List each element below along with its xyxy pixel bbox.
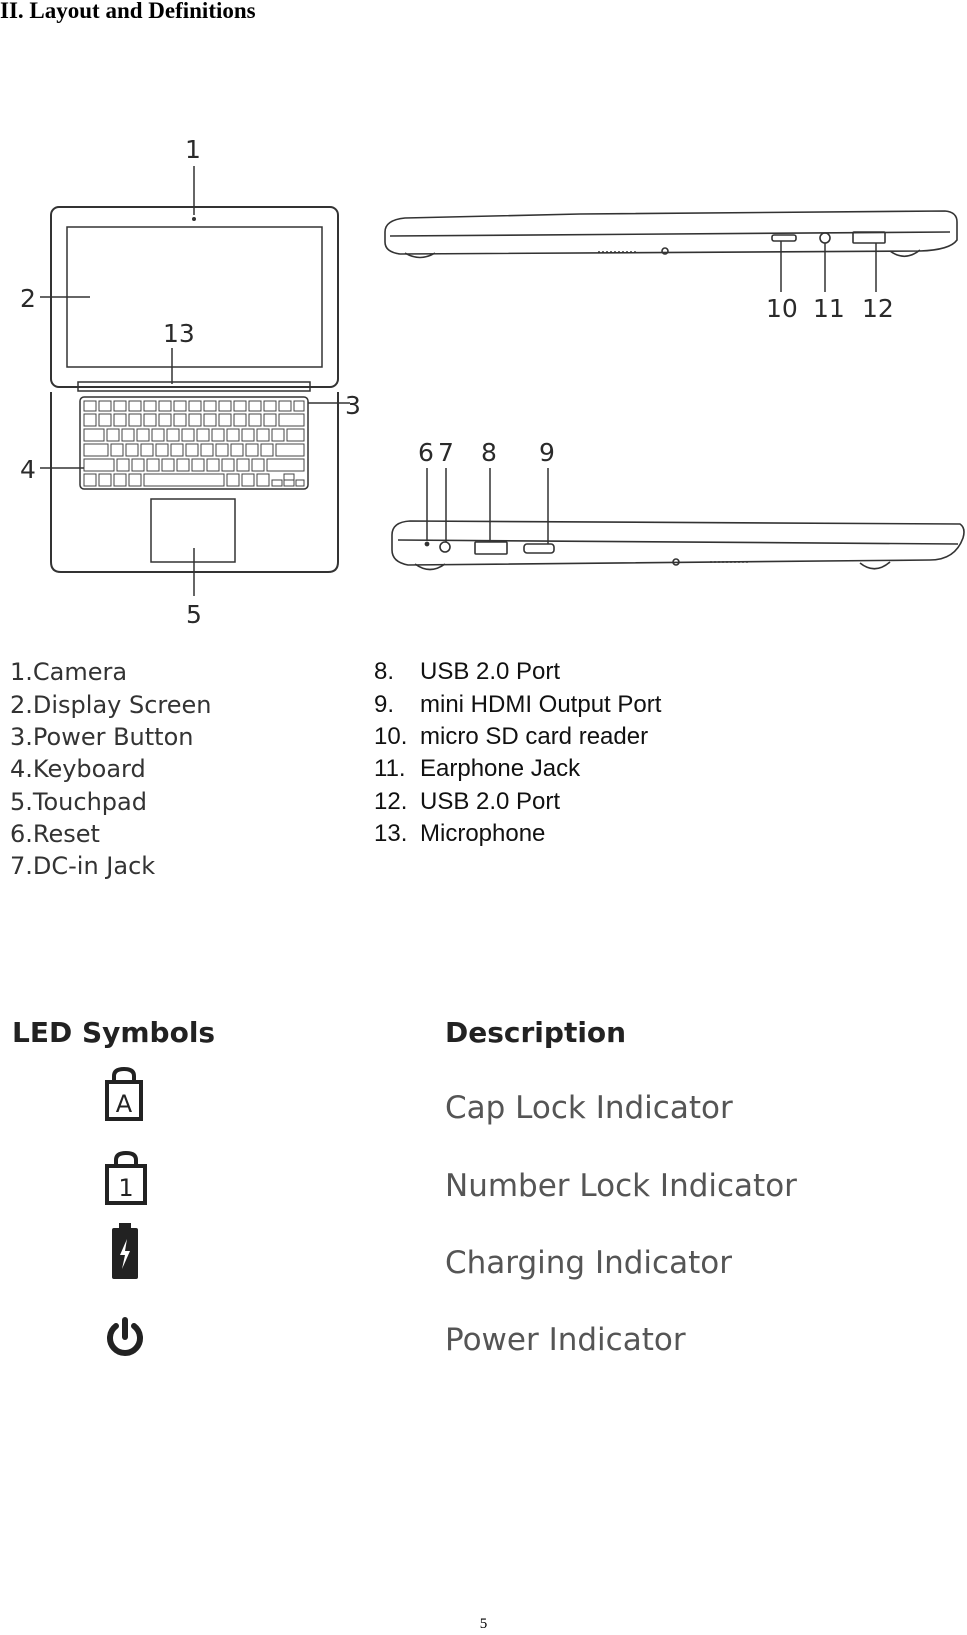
dc-in-jack	[439, 541, 451, 553]
micro-sd-slot	[771, 234, 797, 242]
cap-lock-glyph: A	[116, 1090, 133, 1118]
page-number: 5	[479, 1616, 488, 1632]
keyboard	[79, 396, 309, 490]
legend-number: 12.	[374, 788, 408, 815]
legend-number: 13.	[374, 820, 408, 847]
legend-number: 10.	[374, 723, 408, 750]
keyboard-row-2	[83, 413, 305, 427]
legend-label: micro SD card reader	[420, 723, 649, 750]
legend-item: 5.Touchpad	[10, 788, 147, 816]
laptop-diagram: 1 2 13 3 4 5 10 11 12 6 7 8 9	[20, 135, 965, 629]
legend-item: 11. Earphone Jack	[374, 755, 580, 783]
power-icon	[107, 1317, 143, 1356]
callout-6: 6	[418, 438, 434, 467]
description-header: Description	[445, 1016, 627, 1049]
led-description: Charging Indicator	[445, 1245, 732, 1281]
number-lock-icon: 1	[105, 1150, 147, 1205]
usb-port-right	[852, 231, 886, 244]
number-lock-glyph: 1	[118, 1174, 133, 1202]
legend-item: 3.Power Button	[10, 723, 194, 751]
camera-dot	[192, 217, 196, 221]
keyboard-row-5	[83, 458, 305, 472]
legend-label: USB 2.0 Port	[420, 788, 561, 815]
legend-item: 13. Microphone	[374, 820, 545, 848]
legend-number: 9.	[374, 691, 395, 718]
keyboard-row-6	[83, 473, 305, 487]
callout-1: 1	[185, 135, 201, 164]
legend-item: 10. micro SD card reader	[374, 723, 648, 751]
charging-icon	[112, 1223, 138, 1279]
earphone-jack	[819, 232, 831, 244]
laptop-lid	[50, 206, 339, 388]
left-side-view	[391, 520, 965, 571]
led-description: Number Lock Indicator	[445, 1168, 797, 1204]
legend-number: 8.	[374, 658, 395, 685]
callout-13: 13	[163, 319, 195, 348]
callout-10: 10	[766, 294, 798, 323]
callout-7: 7	[438, 438, 454, 467]
led-description: Power Indicator	[445, 1322, 686, 1358]
legend-item: 9. mini HDMI Output Port	[374, 691, 661, 719]
legend-label: Earphone Jack	[420, 755, 581, 782]
legend-label: USB 2.0 Port	[420, 658, 561, 685]
keyboard-row-3	[83, 428, 305, 442]
callout-11: 11	[813, 294, 845, 323]
legend-item: 2.Display Screen	[10, 691, 212, 719]
keyboard-row-4	[83, 443, 305, 457]
legend-item: 8. USB 2.0 Port	[374, 658, 560, 686]
touchpad	[150, 498, 236, 563]
callout-2: 2	[20, 284, 36, 313]
led-description: Cap Lock Indicator	[445, 1090, 733, 1126]
keyboard-row-1	[83, 400, 305, 412]
legend-item: 12. USB 2.0 Port	[374, 788, 560, 816]
legend-label: mini HDMI Output Port	[420, 691, 662, 718]
callout-12: 12	[862, 294, 894, 323]
callout-4: 4	[20, 455, 36, 484]
reset-hole	[424, 541, 430, 547]
callout-3: 3	[345, 391, 361, 420]
callout-5: 5	[186, 600, 202, 629]
page-heading: II. Layout and Definitions	[0, 0, 256, 23]
callout-8: 8	[481, 438, 497, 467]
legend-item: 4.Keyboard	[10, 755, 146, 783]
mini-hdmi-port	[523, 543, 555, 554]
legend-item: 7.DC-in Jack	[10, 852, 156, 880]
legend-item: 6.Reset	[10, 820, 100, 848]
usb-port-left	[474, 541, 508, 555]
hinge	[77, 381, 311, 392]
cap-lock-icon: A	[105, 1066, 143, 1121]
legend-number: 11.	[374, 755, 406, 782]
callout-9: 9	[539, 438, 555, 467]
leader-lines	[40, 166, 877, 596]
legend-label: Microphone	[420, 820, 546, 847]
legend-item: 1.Camera	[10, 658, 128, 686]
led-symbols-header: LED Symbols	[12, 1016, 216, 1049]
laptop-base	[50, 392, 339, 573]
right-side-view	[384, 210, 958, 259]
